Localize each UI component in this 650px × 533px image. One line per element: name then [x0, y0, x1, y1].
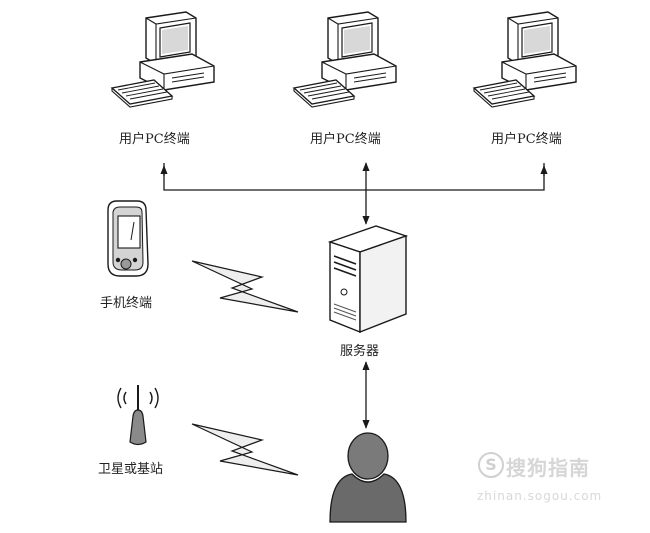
wireless-bolt-icon-1 — [191, 260, 299, 313]
mobile-phone-icon — [107, 200, 149, 277]
satellite-label: 卫星或基站 — [98, 462, 164, 477]
wireless-bolt-icon-2 — [191, 423, 299, 476]
pc-terminal-label-1: 用户PC终端 — [119, 132, 190, 147]
server-label: 服务器 — [340, 344, 380, 359]
pc-terminal-icon-2 — [293, 11, 397, 108]
mobile-terminal-label: 手机终端 — [100, 296, 153, 311]
antenna-tower-icon — [117, 385, 159, 446]
watermark-text: 搜狗指南 — [506, 456, 590, 480]
watermark-logo-icon: S — [478, 452, 504, 478]
pc-terminal-label-3: 用户PC终端 — [491, 132, 562, 147]
user-person-icon — [329, 432, 407, 523]
pc-terminal-icon-1 — [111, 11, 215, 108]
pc-terminal-icon-3 — [473, 11, 577, 108]
watermark-url: zhinan.sogou.com — [477, 489, 603, 503]
pc-terminal-label-2: 用户PC终端 — [310, 132, 381, 147]
server-icon — [327, 225, 409, 334]
pc-bus-line — [163, 163, 545, 191]
